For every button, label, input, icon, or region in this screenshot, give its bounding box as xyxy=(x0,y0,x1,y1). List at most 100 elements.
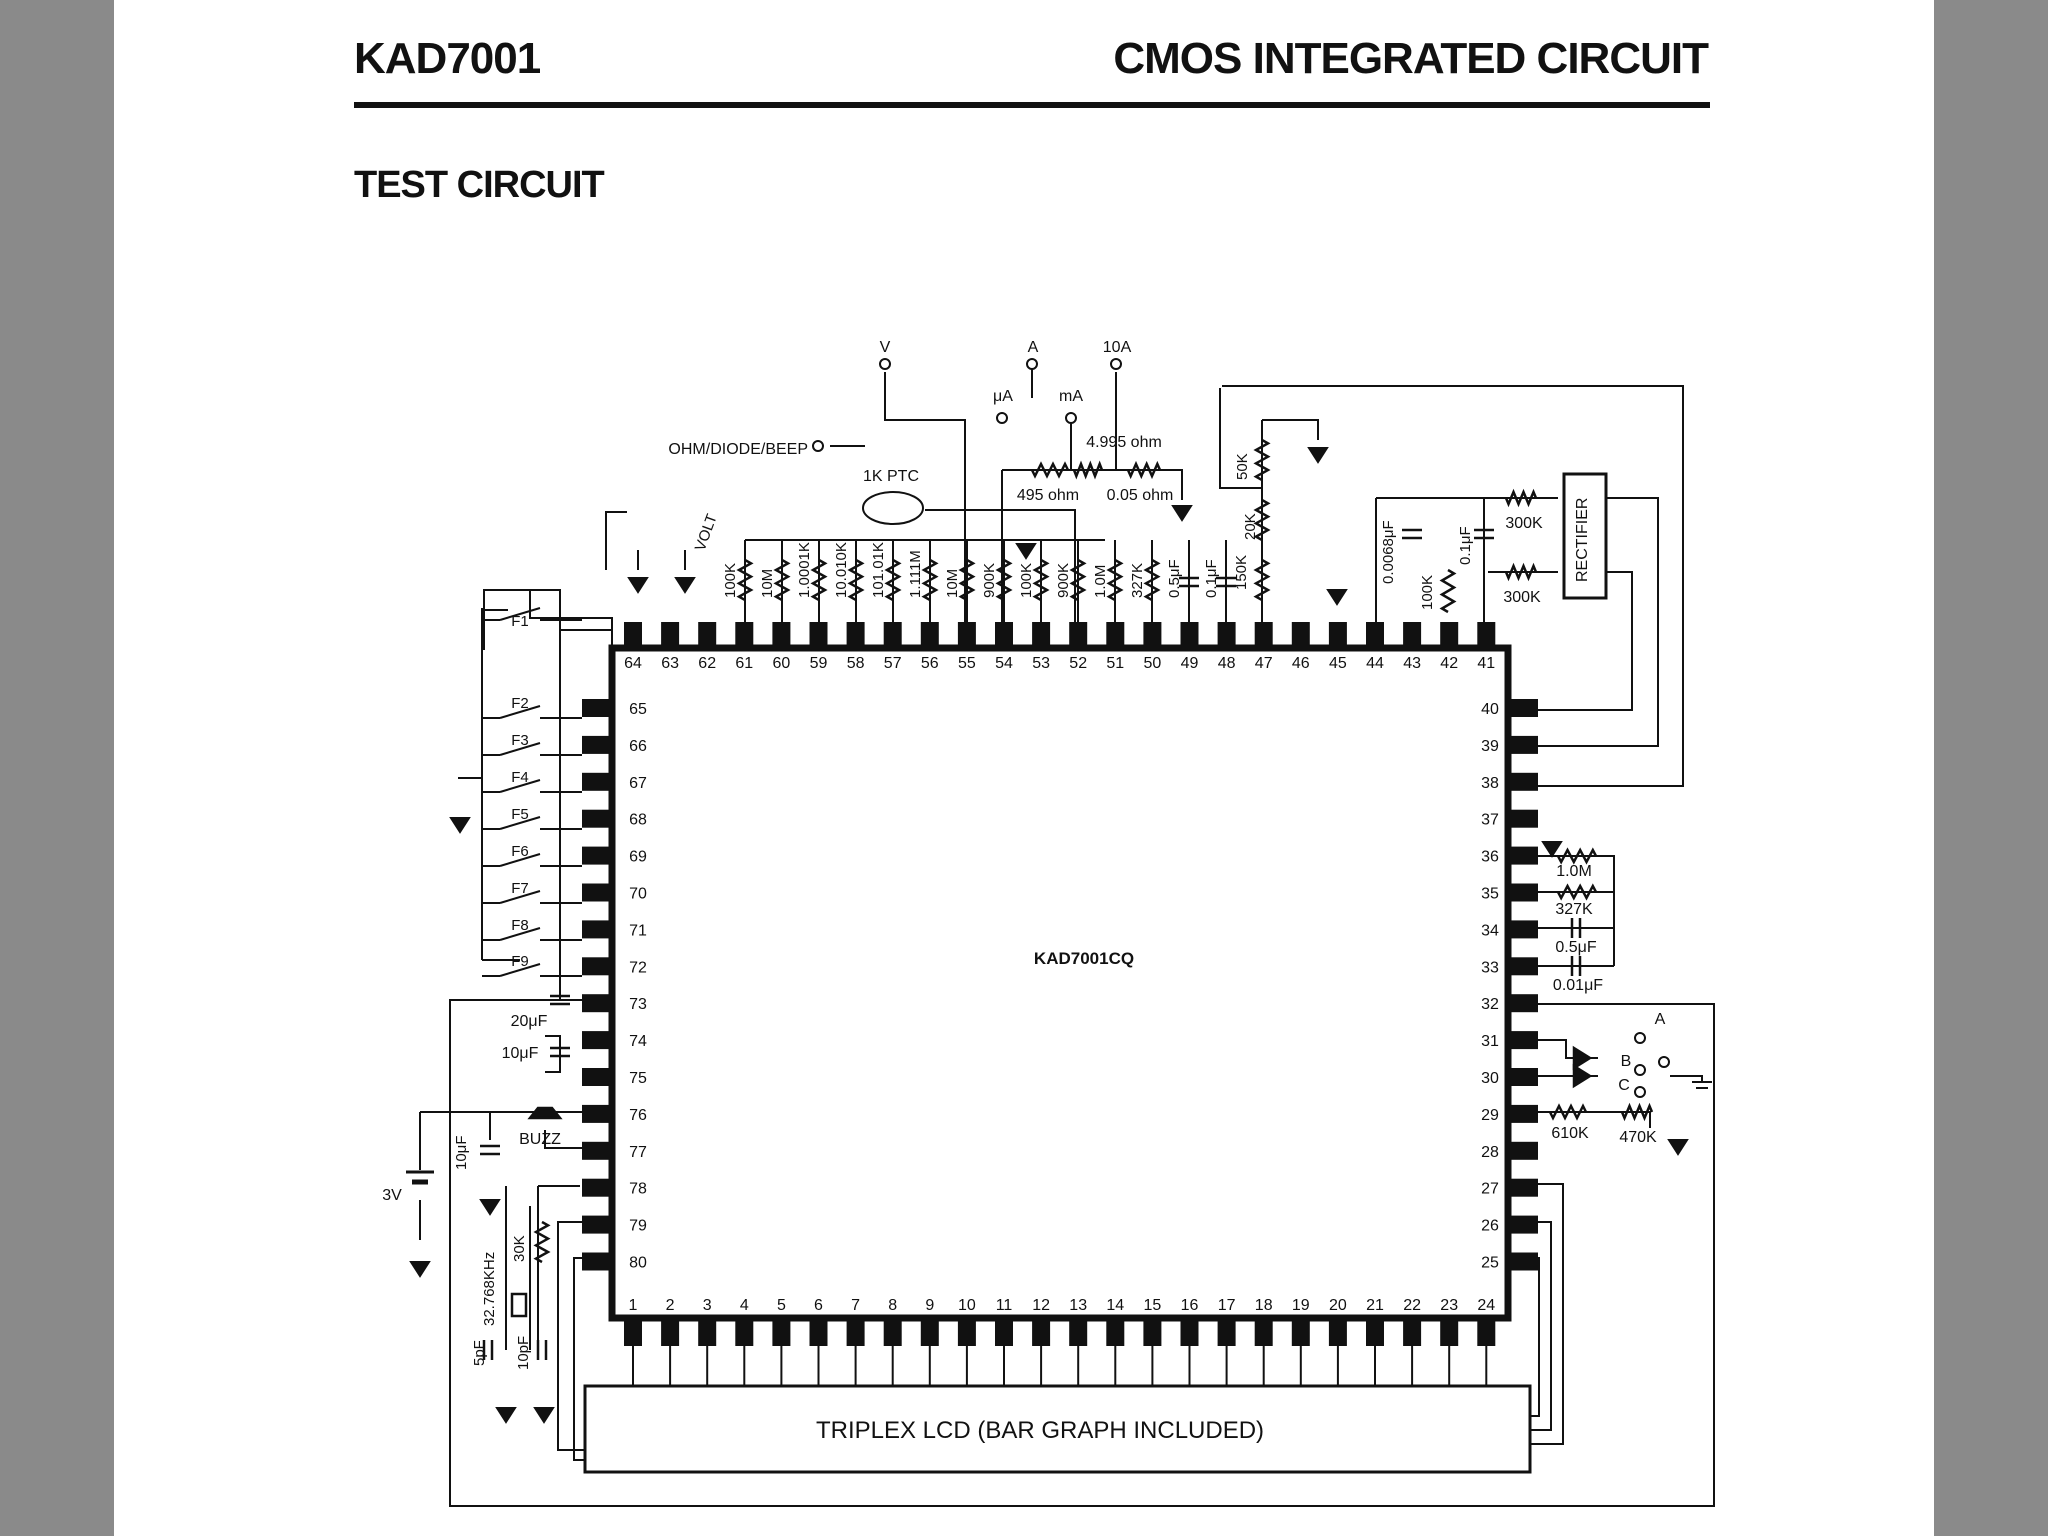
terminal-ohm xyxy=(812,440,824,452)
ladder-label-11: 327K xyxy=(1129,563,1146,598)
pin-number-15: 15 xyxy=(1144,1297,1162,1314)
pin-pad-65 xyxy=(582,699,610,717)
pin-number-38: 38 xyxy=(1481,775,1499,792)
pin-number-79: 79 xyxy=(629,1218,647,1235)
pin-number-30: 30 xyxy=(1481,1070,1499,1087)
switch-lever-2 xyxy=(499,742,541,756)
r-327k-right-resistor xyxy=(1556,883,1598,901)
pin-number-80: 80 xyxy=(629,1255,647,1272)
ladder-label-1: 10M xyxy=(759,569,776,598)
pin-number-54: 54 xyxy=(995,655,1013,672)
pin-pad-4 xyxy=(735,1320,754,1346)
pin-pad-6 xyxy=(809,1320,828,1346)
chip-body xyxy=(608,644,1512,1322)
pin-number-53: 53 xyxy=(1032,655,1050,672)
pin-pad-73 xyxy=(582,994,610,1013)
switch-label-f4: F4 xyxy=(511,769,529,786)
switch-lever-8 xyxy=(499,963,541,977)
pin-number-52: 52 xyxy=(1069,655,1087,672)
pin-number-77: 77 xyxy=(629,1144,647,1161)
rectifier-box xyxy=(1562,472,1608,600)
pin-pad-3 xyxy=(698,1320,717,1346)
ladder-resistor-7 xyxy=(995,558,1013,602)
pin-number-74: 74 xyxy=(629,1033,647,1050)
pin-pad-64 xyxy=(624,622,642,646)
switch-lever-1 xyxy=(499,705,541,719)
switch-lever-3 xyxy=(499,779,541,793)
pin-number-63: 63 xyxy=(661,655,679,672)
pin-pad-12 xyxy=(1032,1320,1051,1346)
ground-arrow-6 xyxy=(449,817,471,834)
pin-pad-61 xyxy=(735,622,754,646)
terminal-B xyxy=(1658,1056,1670,1068)
pin-number-14: 14 xyxy=(1106,1297,1124,1314)
pin-number-2: 2 xyxy=(666,1297,675,1314)
pin-number-66: 66 xyxy=(629,738,647,755)
switch-label-f3: F3 xyxy=(511,732,529,749)
pin-pad-77 xyxy=(582,1141,610,1160)
pin-pad-8 xyxy=(883,1320,902,1346)
pin-pad-80 xyxy=(582,1252,610,1271)
pin-pad-72 xyxy=(582,957,610,976)
terminal-ma-label: mA xyxy=(1059,388,1083,405)
pin-pad-46 xyxy=(1291,622,1310,646)
ladder-resistor-10 xyxy=(1106,558,1124,602)
pin-number-21: 21 xyxy=(1366,1297,1384,1314)
pin-number-29: 29 xyxy=(1481,1107,1499,1124)
pin-number-44: 44 xyxy=(1366,655,1384,672)
pin-pad-75 xyxy=(582,1068,610,1086)
pin-number-59: 59 xyxy=(810,655,828,672)
chip-label: KAD7001CQ xyxy=(1034,949,1134,968)
pin-pad-2 xyxy=(661,1320,680,1346)
switch-lever-6 xyxy=(499,890,541,904)
pin-pad-56 xyxy=(920,622,939,646)
pin-pad-34 xyxy=(1510,920,1538,939)
pin-pad-62 xyxy=(698,622,717,646)
r-4995-resistor xyxy=(1072,460,1104,480)
pin-number-34: 34 xyxy=(1481,922,1499,939)
pin-number-48: 48 xyxy=(1218,655,1236,672)
r-150k-label: 150K xyxy=(1233,555,1250,590)
pin-number-58: 58 xyxy=(847,655,865,672)
switch-lever-0 xyxy=(499,607,541,621)
pin-number-47: 47 xyxy=(1255,655,1273,672)
pin-pad-36 xyxy=(1510,846,1538,865)
ladder-label-12: 0.5μF xyxy=(1166,559,1183,598)
part-number: KAD7001 xyxy=(354,34,541,83)
document-category: CMOS INTEGRATED CIRCUIT xyxy=(1113,34,1709,83)
ladder-resistor-6 xyxy=(958,558,976,602)
switch-lever-7 xyxy=(499,927,541,941)
pin-pad-24 xyxy=(1477,1320,1496,1346)
terminal-circles xyxy=(812,358,1670,1098)
terminal-10a-label: 10A xyxy=(1103,339,1132,356)
pin-pad-45 xyxy=(1328,622,1347,646)
ladder-resistor-1 xyxy=(773,558,791,602)
pin-pad-18 xyxy=(1254,1320,1273,1346)
pin-number-64: 64 xyxy=(624,655,642,672)
chip-pins xyxy=(582,622,1538,1386)
r-300k-2-resistor xyxy=(1504,562,1538,582)
schematic-wiring xyxy=(419,364,1715,1507)
pin-number-10: 10 xyxy=(958,1297,976,1314)
pin-number-25: 25 xyxy=(1481,1255,1499,1272)
pin-number-45: 45 xyxy=(1329,655,1347,672)
pin-number-57: 57 xyxy=(884,655,902,672)
r-10m-right-resistor xyxy=(1556,847,1598,865)
ladder-resistor-5 xyxy=(921,558,939,602)
r-30k-label: 30K xyxy=(511,1235,528,1262)
ground-arrow-7 xyxy=(1541,841,1563,858)
pin-number-5: 5 xyxy=(777,1297,786,1314)
ladder-resistor-9 xyxy=(1069,558,1087,602)
pin-pad-17 xyxy=(1217,1320,1236,1346)
ground-arrow-4 xyxy=(1015,543,1037,560)
pin-number-69: 69 xyxy=(629,849,647,866)
pin-pad-41 xyxy=(1477,622,1496,646)
pin-pad-44 xyxy=(1366,622,1384,646)
diode-2 xyxy=(1572,1063,1593,1089)
ladder-resistor-11 xyxy=(1143,558,1161,602)
pin-pad-21 xyxy=(1366,1320,1384,1346)
pin-pad-10 xyxy=(957,1320,976,1346)
c-05-right-label: 0.5μF xyxy=(1555,939,1596,956)
pin-number-35: 35 xyxy=(1481,886,1499,903)
